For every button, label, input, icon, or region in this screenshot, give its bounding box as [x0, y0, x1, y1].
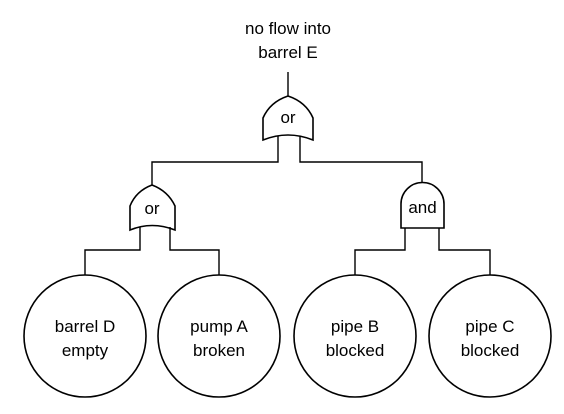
connector-right-b — [438, 228, 491, 276]
top-or-gate: or — [262, 95, 314, 142]
basic-event-pipe-c: pipe C blocked — [428, 274, 552, 398]
basic-event-pipe-b: pipe B blocked — [293, 274, 417, 398]
basic-event-label-2: blocked — [326, 341, 385, 360]
top-or-gate-label: or — [280, 108, 295, 127]
right-and-gate-label: and — [408, 198, 436, 217]
connector-top-left — [151, 136, 279, 186]
basic-event-label-1: pump A — [190, 317, 248, 336]
top-event-line1: no flow into — [245, 19, 331, 38]
basic-event-barrel-d: barrel D empty — [23, 274, 147, 398]
basic-event-label-2: blocked — [461, 341, 520, 360]
top-event-line2: barrel E — [258, 43, 318, 62]
basic-event-label-1: barrel D — [55, 317, 115, 336]
connector-top-right — [299, 136, 423, 186]
basic-event-label-1: pipe C — [465, 317, 514, 336]
connector-right-a — [354, 228, 406, 276]
right-and-gate: and — [400, 181, 445, 229]
left-or-gate: or — [129, 184, 176, 232]
basic-event-label-2: empty — [62, 341, 109, 360]
basic-event-label-2: broken — [193, 341, 245, 360]
basic-event-pump-a: pump A broken — [157, 274, 281, 398]
basic-event-label-1: pipe B — [331, 317, 379, 336]
left-or-gate-label: or — [144, 199, 159, 218]
connector-left-b — [169, 227, 220, 276]
connector-left-a — [84, 227, 141, 276]
